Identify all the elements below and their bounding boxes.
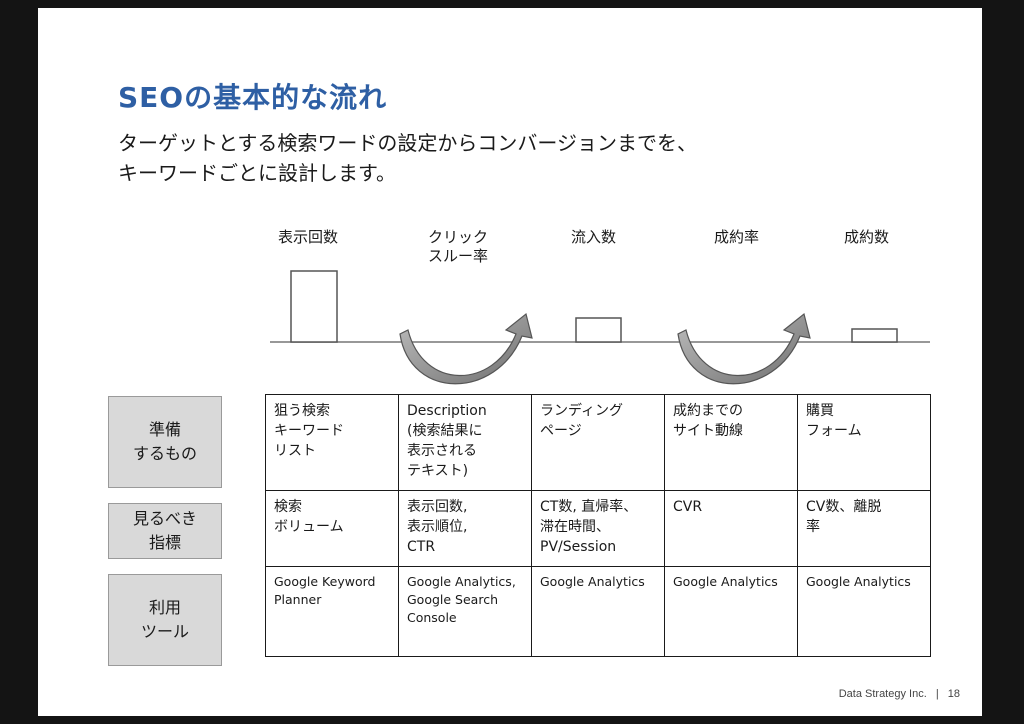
page-number: 18: [947, 688, 960, 700]
table-cell: CV数、離脱 率: [797, 490, 931, 567]
bar-impressions: [290, 270, 338, 343]
plan-table: 狙う検索 キーワード リスト Description (検索結果に 表示される …: [265, 394, 931, 657]
footer-company: Data Strategy Inc.: [838, 688, 927, 700]
side-label-tools: 利用 ツール: [108, 574, 222, 666]
table-row-metrics: 検索 ボリューム 表示回数, 表示順位, CTR CT数, 直帰率、 滞在時間、…: [265, 490, 931, 567]
page-title: SEOの基本的な流れ: [118, 81, 388, 114]
stage-label-cvr: 成約率: [714, 228, 760, 246]
table-cell: 狙う検索 キーワード リスト: [265, 394, 399, 491]
table-cell: Google Analytics: [664, 566, 798, 657]
table-cell: ランディング ページ: [531, 394, 665, 491]
subtitle: ターゲットとする検索ワードの設定からコンバージョンまでを、 キーワードごとに設計…: [118, 128, 918, 188]
footer: Data Strategy Inc. | 18: [839, 688, 960, 700]
funnel-diagram: [270, 270, 930, 385]
table-cell: 購買 フォーム: [797, 394, 931, 491]
stage-label-visits: 流入数: [571, 228, 617, 246]
table-cell: CT数, 直帰率、 滞在時間、 PV/Session: [531, 490, 665, 567]
table-cell: Google Analytics: [797, 566, 931, 657]
subtitle-line-1: ターゲットとする検索ワードの設定からコンバージョンまでを、: [118, 131, 697, 155]
subtitle-line-2: キーワードごとに設計します。: [118, 161, 396, 185]
table-cell: Google Keyword Planner: [265, 566, 399, 657]
side-label-prepare: 準備 するもの: [108, 396, 222, 488]
table-cell: Google Analytics, Google Search Console: [398, 566, 532, 657]
footer-separator: |: [935, 688, 939, 700]
side-label-metrics: 見るべき 指標: [108, 503, 222, 559]
table-cell: 成約までの サイト動線: [664, 394, 798, 491]
arrow-cvr-icon: [677, 312, 811, 385]
slide: SEOの基本的な流れ ターゲットとする検索ワードの設定からコンバージョンまでを、…: [38, 8, 982, 716]
bar-conversions: [851, 328, 898, 343]
table-row-tools: Google Keyword Planner Google Analytics,…: [265, 566, 931, 657]
stage-label-ctr: クリック スルー率: [428, 228, 489, 265]
arrow-ctr-icon: [399, 312, 533, 385]
stage-label-impressions: 表示回数: [278, 228, 339, 246]
bar-visits: [575, 317, 622, 343]
table-cell: Google Analytics: [531, 566, 665, 657]
table-row-prepare: 狙う検索 キーワード リスト Description (検索結果に 表示される …: [265, 394, 931, 491]
table-cell: CVR: [664, 490, 798, 567]
stage-label-conversions: 成約数: [844, 228, 890, 246]
table-cell: 表示回数, 表示順位, CTR: [398, 490, 532, 567]
table-cell: Description (検索結果に 表示される テキスト): [398, 394, 532, 491]
table-cell: 検索 ボリューム: [265, 490, 399, 567]
